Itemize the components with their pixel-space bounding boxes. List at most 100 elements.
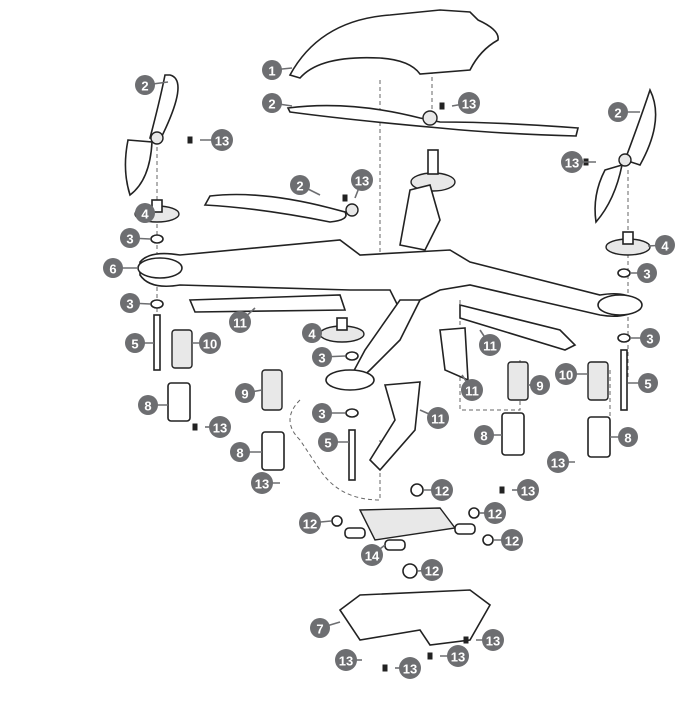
callout-3: 3: [312, 403, 345, 423]
screw-icon: [439, 102, 445, 110]
callout-badge: [637, 263, 657, 283]
callout-badge: [120, 228, 140, 248]
callout-12: 12: [299, 512, 332, 534]
callout-number: 3: [126, 232, 133, 247]
callout-number: 12: [435, 484, 449, 499]
callout-4: 4: [647, 235, 675, 255]
callout-badge: [608, 102, 628, 122]
callout-number: 6: [109, 262, 116, 277]
callout-13: 13: [200, 129, 233, 151]
callout-badge: [135, 75, 155, 95]
callout-number: 8: [144, 399, 151, 414]
callout-badge: [474, 425, 494, 445]
motors-and-mounts: [153, 314, 628, 481]
callout-9: 9: [528, 375, 550, 395]
callout-number: 12: [488, 507, 502, 522]
callout-13: 13: [547, 451, 575, 473]
callout-badge: [361, 544, 383, 566]
callout-4: 4: [135, 203, 155, 223]
callout-badge: [312, 403, 332, 423]
callout-badge: [427, 407, 449, 429]
callout-12: 12: [417, 559, 443, 581]
callout-badge: [421, 559, 443, 581]
callout-badge: [125, 333, 145, 353]
callout-7: 7: [310, 618, 341, 638]
callout-number: 3: [126, 297, 133, 312]
callout-10: 10: [192, 332, 221, 354]
callout-number: 2: [268, 97, 275, 112]
callout-badge: [555, 363, 577, 385]
callout-13: 13: [451, 92, 480, 114]
callout-badge: [530, 375, 550, 395]
callout-8: 8: [474, 425, 502, 445]
callout-badge: [138, 395, 158, 415]
callout-number: 4: [308, 327, 316, 342]
callout-5: 5: [628, 373, 658, 393]
callout-number: 8: [236, 446, 243, 461]
callout-number: 5: [131, 337, 138, 352]
callout-number: 3: [646, 332, 653, 347]
propellers: [124, 74, 657, 224]
canopy-part: [288, 9, 499, 79]
callout-number: 13: [451, 650, 465, 665]
callout-5: 5: [318, 432, 349, 452]
callout-12: 12: [480, 502, 506, 524]
callout-number: 13: [521, 484, 535, 499]
callout-badge: [262, 60, 282, 80]
callout-3: 3: [630, 328, 660, 348]
landing-legs: [188, 294, 577, 472]
callout-number: 13: [339, 654, 353, 669]
callout-badge: [299, 512, 321, 534]
callout-badge: [262, 93, 282, 113]
callout-number: 13: [355, 174, 369, 189]
callout-badge: [517, 479, 539, 501]
callout-13: 13: [351, 169, 373, 199]
callout-13: 13: [512, 479, 539, 501]
screw-icon: [499, 486, 505, 494]
callout-badge: [458, 92, 480, 114]
screw-icon: [427, 652, 433, 660]
callout-number: 1: [268, 64, 275, 79]
callout-number: 3: [643, 267, 650, 282]
callout-number: 11: [233, 316, 247, 331]
callout-badge: [251, 472, 273, 494]
callout-9: 9: [235, 383, 263, 403]
screw-icon: [342, 194, 348, 202]
callout-badge: [484, 502, 506, 524]
callout-number: 13: [486, 634, 500, 649]
callout-badge: [351, 169, 373, 191]
callout-8: 8: [138, 395, 168, 415]
callout-number: 2: [614, 106, 621, 121]
callout-13: 13: [476, 629, 504, 651]
screw-icon: [187, 136, 193, 144]
callout-number: 11: [465, 384, 479, 399]
callout-number: 9: [241, 387, 248, 402]
callout-number: 10: [203, 337, 217, 352]
callout-number: 2: [296, 179, 303, 194]
callout-number: 12: [425, 564, 439, 579]
callout-4: 4: [302, 323, 322, 343]
callout-11: 11: [419, 407, 449, 429]
callout-number: 8: [480, 429, 487, 444]
callout-13: 13: [440, 645, 469, 667]
callout-badge: [561, 151, 583, 173]
callout-number: 11: [431, 412, 445, 427]
callout-badge: [312, 347, 332, 367]
callout-badge: [479, 334, 501, 356]
callout-number: 13: [215, 134, 229, 149]
callout-3: 3: [120, 293, 151, 313]
callout-badge: [399, 657, 421, 679]
screw-icon: [463, 636, 469, 644]
callout-11: 11: [461, 374, 483, 401]
callout-11: 11: [229, 307, 256, 333]
callout-number: 2: [141, 79, 148, 94]
callout-badge: [318, 432, 338, 452]
callout-badge: [290, 175, 310, 195]
callout-badge: [310, 618, 330, 638]
callout-number: 12: [303, 517, 317, 532]
callout-12: 12: [494, 529, 523, 551]
callout-2: 2: [262, 93, 293, 113]
callout-badge: [547, 451, 569, 473]
callout-number: 13: [213, 421, 227, 436]
